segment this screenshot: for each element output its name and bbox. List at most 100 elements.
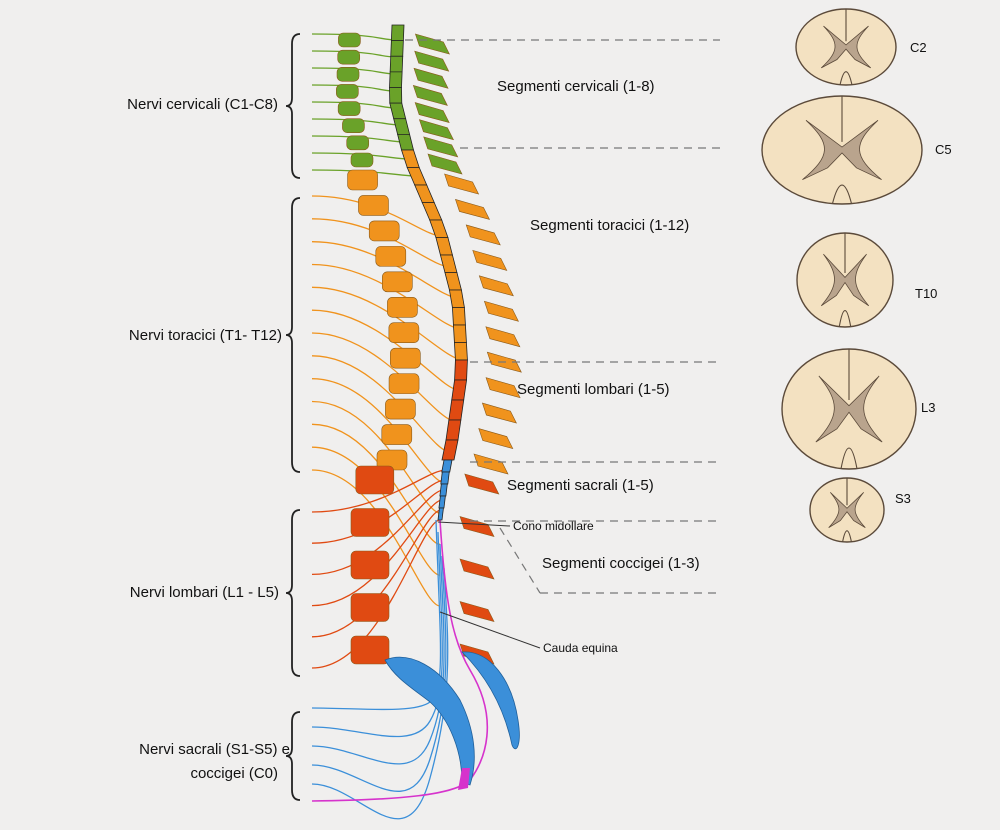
spinous-process	[455, 199, 491, 220]
nerve-root	[311, 469, 441, 607]
nerve-root	[311, 519, 441, 669]
vertebral-body	[350, 508, 390, 537]
cord-segment	[389, 102, 407, 120]
nerve-root	[311, 469, 447, 513]
vertebral-body	[342, 118, 365, 134]
label-section-s3: S3	[895, 491, 911, 506]
label-segments-lumbar: Segmenti lombari (1-5)	[517, 381, 670, 398]
nerve-root	[311, 332, 455, 422]
spinous-process	[423, 136, 459, 158]
nerve-root	[311, 509, 442, 638]
label-nerves-cervical: Nervi cervicali (C1-C8)	[127, 96, 278, 113]
vertebral-body	[350, 550, 390, 580]
nerve-root	[311, 531, 443, 738]
spinous-process	[483, 300, 519, 322]
spinous-process	[413, 67, 449, 89]
label-nerves-sacral-line2: coccigei (C0)	[190, 765, 278, 782]
region-braces	[285, 33, 301, 801]
section-fissure	[839, 9, 853, 86]
cord-segment	[454, 359, 468, 381]
section-fissure	[842, 478, 852, 543]
spinous-process	[414, 102, 450, 124]
guide-line	[499, 527, 541, 594]
spinous-process	[481, 402, 517, 424]
label-nerves-thoracic: Nervi toracici (T1- T12)	[128, 327, 282, 344]
spinous-process	[485, 377, 521, 399]
label-section-l3: L3	[921, 400, 936, 415]
vertebral-column	[336, 32, 522, 790]
vertebral-body	[368, 220, 400, 242]
cord-segment	[452, 307, 466, 326]
label-section-t10: T10	[915, 286, 938, 301]
spinous-process	[464, 473, 500, 495]
section-fissure	[838, 233, 852, 328]
section-grey-matter	[820, 25, 872, 69]
vertebral-body	[390, 347, 421, 369]
cord-segment	[448, 399, 465, 421]
cord-segment	[441, 439, 459, 461]
vertebral-body	[337, 101, 361, 116]
section-grey-matter	[802, 119, 882, 181]
region-brace	[285, 711, 301, 801]
spinous-process	[459, 516, 495, 537]
cord-segment	[421, 202, 443, 221]
vertebral-body	[336, 84, 359, 99]
conus-pointer	[437, 521, 511, 527]
cord-segment	[454, 342, 468, 361]
region-brace	[285, 509, 301, 677]
vertebral-body	[355, 465, 395, 495]
label-segments-cervical: Segmenti cervicali (1-8)	[497, 78, 655, 95]
region-brace	[285, 33, 301, 179]
vertebral-body	[338, 32, 361, 48]
cord-segment	[444, 272, 462, 291]
cord-segment	[389, 87, 403, 104]
cord-segment	[390, 24, 405, 42]
section-grey-matter	[820, 253, 870, 307]
vertebral-body	[388, 373, 420, 394]
label-nerves-sacral-line1: Nervi sacrali (S1-S5) e	[139, 741, 290, 758]
cord-segment	[437, 507, 444, 521]
cord-segment	[390, 40, 404, 57]
coccyx	[458, 768, 470, 790]
vertebral-body	[387, 296, 418, 318]
cord-segment	[397, 133, 415, 151]
cord-segment	[429, 219, 449, 238]
nerve-root	[311, 218, 450, 268]
cord-segment	[448, 289, 465, 308]
coccygeal-nerve	[311, 519, 489, 802]
cross-sections	[761, 8, 923, 543]
cord-segment	[439, 483, 448, 497]
section-fissure	[831, 96, 853, 205]
vertebral-body	[347, 169, 378, 191]
nerve-root	[311, 543, 445, 765]
cord-segment	[438, 495, 446, 509]
nerve-root	[311, 489, 444, 576]
cauda-pointer	[439, 611, 541, 649]
spinous-process	[414, 50, 450, 72]
nerve-root	[311, 241, 458, 299]
spinous-process	[444, 173, 480, 195]
label-segments-sacral: Segmenti sacrali (1-5)	[507, 477, 654, 494]
vertebral-body	[336, 66, 360, 82]
vertebral-body	[346, 135, 370, 151]
nerve-root	[311, 400, 441, 515]
spinous-process	[478, 428, 514, 450]
spinous-process	[418, 119, 454, 141]
nerve-root	[311, 263, 460, 330]
nerve-root	[311, 423, 441, 545]
spinous-process	[427, 153, 463, 175]
nerve-root	[311, 446, 441, 576]
cord-segment	[400, 149, 420, 168]
nerve-root	[311, 309, 460, 391]
spinous-process	[478, 275, 514, 297]
segment-guide-lines	[405, 39, 720, 649]
label-segments-coccygeal: Segmenti coccigei (1-3)	[542, 555, 700, 572]
vertebral-body	[350, 152, 374, 168]
nerve-root	[311, 479, 445, 544]
vertebral-body	[350, 635, 390, 665]
vertebral-body	[382, 271, 413, 293]
section-grey-matter	[828, 492, 866, 528]
nerve-root	[311, 195, 442, 237]
